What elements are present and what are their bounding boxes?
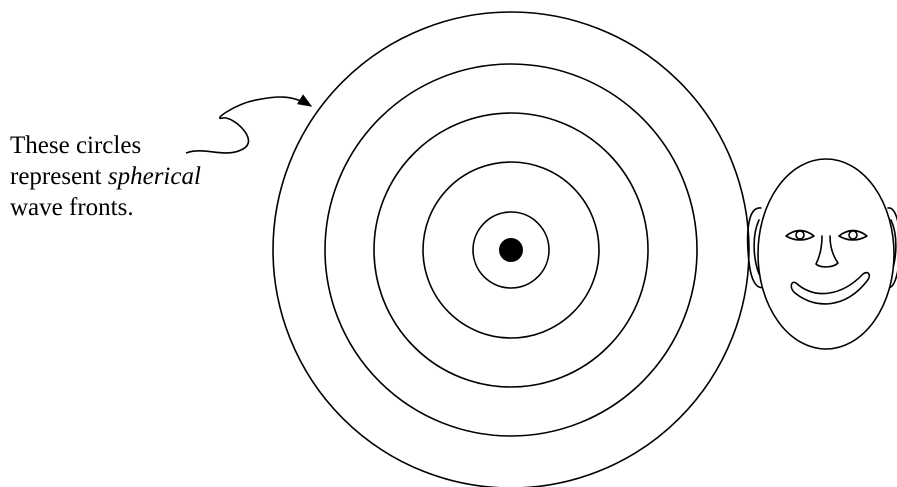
observer-face [748, 159, 897, 349]
face-head [758, 159, 894, 349]
pointer-arrow [186, 97, 311, 153]
point-source-dot [499, 238, 523, 262]
